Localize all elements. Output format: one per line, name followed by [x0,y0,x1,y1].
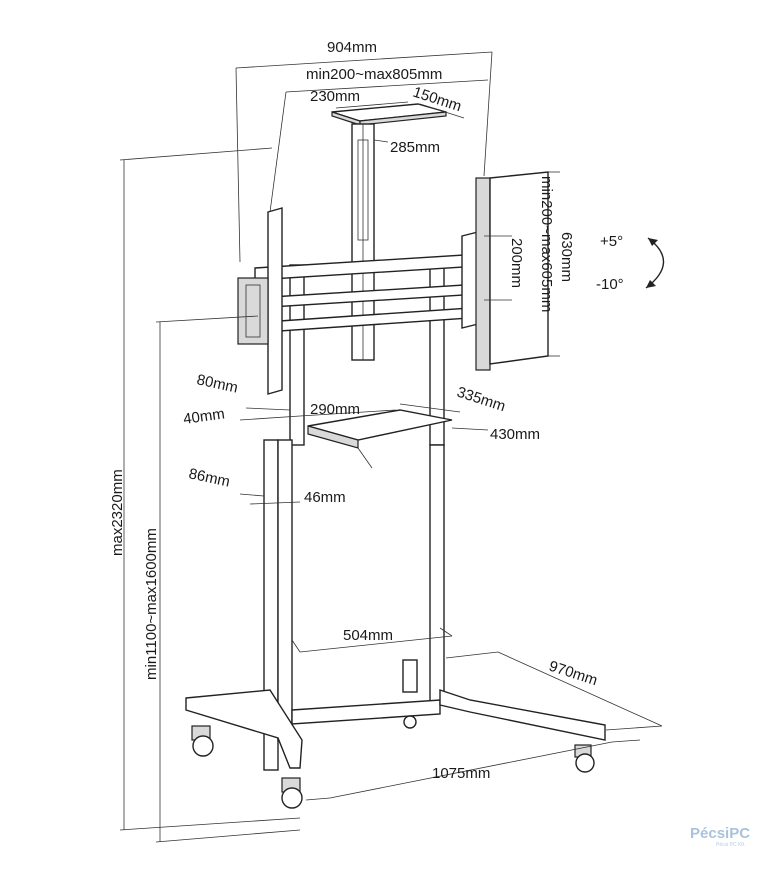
label-leg-46: 46mm [304,489,346,506]
label-tilt-down: -10° [596,276,624,293]
label-vesa-height: min200~max605mm [538,176,555,312]
dimension-lines [119,51,663,843]
tilt-arrow-up [648,238,658,246]
right-leg [429,444,445,702]
label-base-depth: 970mm [547,658,600,690]
label-tilt-up: +5° [600,233,623,250]
logo-text: PécsiPC [690,825,750,842]
label-height-range: min1100~max1600mm [143,528,160,680]
label-total-width: 904mm [327,39,377,56]
left-leg-inner [277,439,293,741]
label-column-40: 40mm [182,405,226,428]
label-bracket-height: 200mm [508,238,525,288]
label-top-shelf-width: 230mm [310,88,360,105]
right-base-foot [439,689,606,741]
tilt-arc [645,237,665,289]
label-shelf-length: 430mm [490,426,540,443]
bottom-crossbar [291,699,441,725]
label-shelf-width: 290mm [310,401,360,418]
left-vesa-bracket [267,207,283,395]
tilt-arrow-down [646,280,656,288]
label-panel-height: 630mm [558,232,575,282]
logo-subtext: Pécsi PC Kft. [716,842,745,848]
label-top-shelf-offset: 285mm [390,139,440,156]
label-vesa-width: min200~max805mm [306,66,442,83]
label-base-inner: 504mm [343,627,393,644]
left-base-foot [185,689,303,769]
label-column-80: 80mm [195,371,239,396]
caster-back-left [403,715,417,729]
label-max-height: max2320mm [109,469,126,556]
caster-front-right [281,777,303,809]
dimension-labels: 904mm min200~max805mm 230mm 150mm 285mm … [109,39,624,782]
brand-logo: PécsiPC Pécsi PC Kft. [690,825,750,848]
label-shelf-depth: 335mm [455,384,508,416]
stand-drawing [185,103,665,809]
caster-back-right [574,744,595,773]
label-base-width: 1075mm [432,765,490,782]
label-leg-86: 86mm [187,465,231,490]
caster-front-left [191,725,214,757]
left-column-upper [289,264,305,446]
